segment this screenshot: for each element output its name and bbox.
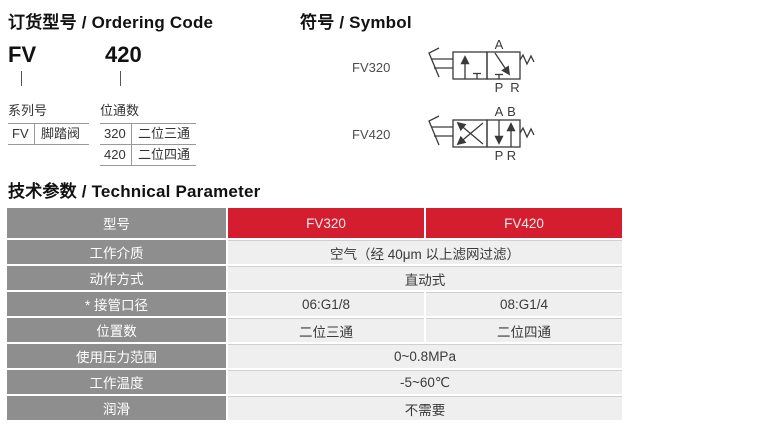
- positions-fv320: 二位三通: [228, 318, 424, 342]
- series-block: 系列号 FV 脚踏阀: [8, 100, 89, 145]
- table-row: 320 二位三通: [100, 124, 196, 145]
- port-label-p: P: [495, 80, 504, 95]
- table-row: 型号 FV320 FV420: [7, 208, 622, 238]
- positions-fv420: 二位四通: [426, 318, 622, 342]
- spring-icon: [519, 53, 535, 66]
- row-label-positions: 位置数: [7, 318, 226, 342]
- ways-block: 位通数 320 二位三通 420 二位四通: [100, 100, 196, 166]
- tech-title: 技术参数 / Technical Parameter: [8, 182, 261, 201]
- temperature-value: -5~60℃: [228, 370, 622, 394]
- valve-symbol-fv420-icon: A B P R: [428, 104, 535, 163]
- row-label-model: 型号: [7, 208, 226, 238]
- table-row: 420 二位四通: [100, 145, 196, 166]
- ordering-tick-prefix: [21, 71, 22, 86]
- symbol-label-fv320: FV320: [352, 60, 391, 75]
- port-size-fv420: 08:G1/4: [426, 292, 622, 316]
- row-label-pressure-range: 使用压力范围: [7, 344, 226, 368]
- lubrication-value: 不需要: [228, 396, 622, 420]
- ways-label: 位通数: [100, 103, 140, 118]
- table-row: 动作方式 直动式: [7, 266, 622, 290]
- row-label-port-size: * 接管口径: [7, 292, 226, 316]
- tech-table: 型号 FV320 FV420 工作介质 空气（经 40μm 以上滤网过滤） 动作…: [5, 206, 624, 422]
- port-label-a: A: [495, 104, 504, 119]
- model-fv420-cell: FV420: [426, 208, 622, 238]
- valve-box: [486, 51, 521, 80]
- ordering-tick-number: [120, 71, 121, 86]
- foot-pedal-icon: [428, 47, 440, 78]
- valve-box: [452, 51, 488, 80]
- symbol-label-fv420: FV420: [352, 127, 391, 142]
- row-label-lubrication: 润滑: [7, 396, 226, 420]
- row-label-medium: 工作介质: [7, 240, 226, 264]
- table-row: 润滑 不需要: [7, 396, 622, 420]
- series-label: 系列号: [8, 103, 48, 118]
- table-row: 位置数 二位三通 二位四通: [7, 318, 622, 342]
- ways-desc: 二位四通: [137, 147, 190, 162]
- port-label-r: R: [510, 80, 519, 95]
- port-size-fv320: 06:G1/8: [228, 292, 424, 316]
- ways-table: 320 二位三通 420 二位四通: [100, 123, 196, 166]
- ordering-code-number: 420: [105, 42, 142, 67]
- pressure-range-value: 0~0.8MPa: [228, 344, 622, 368]
- ways-desc: 二位三通: [137, 126, 190, 141]
- actuation-value: 直动式: [228, 266, 622, 290]
- ordering-title: 订货型号 / Ordering Code: [8, 13, 214, 32]
- table-row: 使用压力范围 0~0.8MPa: [7, 344, 622, 368]
- port-label-a: A: [495, 37, 504, 52]
- series-table: FV 脚踏阀: [8, 123, 89, 145]
- series-desc: 脚踏阀: [41, 126, 81, 141]
- table-row: FV 脚踏阀: [8, 124, 89, 145]
- model-fv320-cell: FV320: [228, 208, 424, 238]
- foot-pedal-icon: [428, 115, 440, 146]
- table-row: 工作温度 -5~60℃: [7, 370, 622, 394]
- port-label-p: P: [495, 148, 504, 163]
- valve-box: [486, 119, 521, 148]
- port-label-b: B: [507, 104, 516, 119]
- row-label-temperature: 工作温度: [7, 370, 226, 394]
- series-code: FV: [8, 124, 35, 144]
- table-row: 工作介质 空气（经 40μm 以上滤网过滤）: [7, 240, 622, 264]
- row-label-actuation: 动作方式: [7, 266, 226, 290]
- spring-icon: [519, 126, 535, 139]
- port-label-r: R: [507, 148, 516, 163]
- valve-symbol-fv320-icon: A P R: [428, 37, 535, 95]
- medium-value: 空气（经 40μm 以上滤网过滤）: [228, 240, 622, 264]
- ways-code: 320: [100, 124, 132, 144]
- table-row: * 接管口径 06:G1/8 08:G1/4: [7, 292, 622, 316]
- symbol-title: 符号 / Symbol: [300, 13, 412, 32]
- ways-code: 420: [100, 145, 132, 165]
- ordering-code-prefix: FV: [8, 42, 37, 67]
